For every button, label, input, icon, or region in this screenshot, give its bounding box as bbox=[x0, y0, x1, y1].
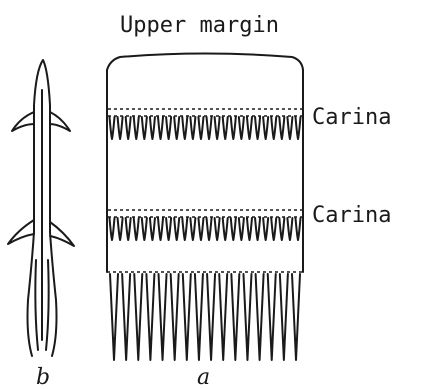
carina-tooth bbox=[223, 117, 228, 139]
carina-tooth bbox=[223, 218, 228, 240]
carina-tooth bbox=[207, 218, 212, 240]
comb-tooth bbox=[159, 274, 167, 360]
figure-b-label: b bbox=[36, 365, 50, 389]
carina-tooth bbox=[287, 218, 292, 240]
carina-tooth bbox=[118, 218, 123, 240]
carina-tooth bbox=[150, 117, 155, 139]
comb-tooth bbox=[292, 274, 300, 360]
carina-tooth bbox=[296, 117, 301, 139]
carina-tooth bbox=[263, 117, 268, 139]
carina-upper-label: Carina bbox=[312, 105, 391, 130]
comb-tooth bbox=[195, 274, 203, 360]
carina-tooth bbox=[134, 117, 139, 139]
comb-tooth bbox=[231, 274, 239, 360]
spine-inner-left bbox=[35, 260, 38, 350]
carina-tooth bbox=[118, 117, 123, 139]
comb-tooth bbox=[134, 274, 142, 360]
spine-barb-upper-right bbox=[50, 112, 70, 131]
carina-tooth bbox=[166, 218, 171, 240]
carina-tooth bbox=[215, 218, 220, 240]
comb-tooth bbox=[280, 274, 288, 360]
carina-tooth bbox=[142, 117, 147, 139]
spine-barb-upper-left bbox=[12, 112, 34, 131]
comb-tooth bbox=[219, 274, 227, 360]
carina-tooth bbox=[142, 218, 147, 240]
carina-tooth bbox=[271, 218, 276, 240]
carina-tooth bbox=[231, 117, 236, 139]
comb-tooth bbox=[268, 274, 276, 360]
carina-tooth bbox=[150, 218, 155, 240]
carina-tooth bbox=[263, 218, 268, 240]
carina-upper-teeth bbox=[110, 117, 301, 139]
carina-tooth bbox=[110, 117, 115, 139]
carina-tooth bbox=[247, 117, 252, 139]
spine-barb-lower-left bbox=[8, 220, 34, 244]
carina-band-lower bbox=[108, 210, 302, 240]
carina-tooth bbox=[174, 218, 179, 240]
carina-tooth bbox=[110, 218, 115, 240]
comb-tooth bbox=[171, 274, 179, 360]
bottom-comb-teeth bbox=[110, 274, 300, 360]
carina-tooth bbox=[198, 117, 203, 139]
carina-tooth bbox=[190, 218, 195, 240]
comb-tooth bbox=[207, 274, 215, 360]
upper-margin-label: Upper margin bbox=[120, 13, 279, 38]
comb-tooth bbox=[183, 274, 191, 360]
carina-lower-label: Carina bbox=[312, 203, 391, 228]
carina-tooth bbox=[126, 117, 131, 139]
carina-tooth bbox=[279, 117, 284, 139]
spine-side-view bbox=[8, 60, 74, 356]
carina-tooth bbox=[166, 117, 171, 139]
carina-tooth bbox=[158, 218, 163, 240]
carina-tooth bbox=[126, 218, 131, 240]
comb-tooth bbox=[110, 274, 118, 360]
carina-tooth bbox=[279, 218, 284, 240]
carina-tooth bbox=[134, 218, 139, 240]
spine-inner-right bbox=[46, 260, 49, 350]
carina-tooth bbox=[198, 218, 203, 240]
carina-tooth bbox=[287, 117, 292, 139]
carina-tooth bbox=[296, 218, 301, 240]
carina-tooth bbox=[255, 117, 260, 139]
spine-barb-lower-right bbox=[50, 222, 74, 246]
carina-tooth bbox=[182, 117, 187, 139]
carina-tooth bbox=[158, 117, 163, 139]
carina-band-upper bbox=[108, 109, 302, 139]
carina-tooth bbox=[182, 218, 187, 240]
comb-tooth bbox=[243, 274, 251, 360]
figure-a-label: a bbox=[197, 365, 210, 389]
carina-tooth bbox=[271, 117, 276, 139]
carina-tooth bbox=[247, 218, 252, 240]
carina-tooth bbox=[239, 218, 244, 240]
carina-tooth bbox=[255, 218, 260, 240]
comb-tooth bbox=[256, 274, 264, 360]
carina-tooth bbox=[207, 117, 212, 139]
carina-tooth bbox=[239, 117, 244, 139]
upper-margin-edge bbox=[107, 54, 303, 71]
comb-tooth bbox=[122, 274, 130, 360]
carina-lower-teeth bbox=[110, 218, 301, 240]
carina-tooth bbox=[190, 117, 195, 139]
carina-tooth bbox=[231, 218, 236, 240]
carina-tooth bbox=[215, 117, 220, 139]
carina-tooth bbox=[174, 117, 179, 139]
comb-tooth bbox=[146, 274, 154, 360]
